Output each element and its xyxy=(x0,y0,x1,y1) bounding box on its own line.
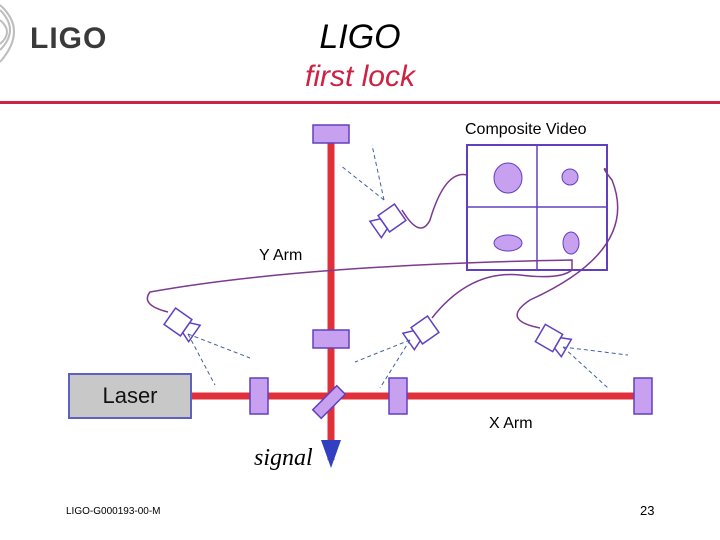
spot-lower-right xyxy=(562,231,580,255)
spot-upper-left xyxy=(493,162,523,194)
y-arm-label: Y Arm xyxy=(259,247,303,264)
x-arm-label: X Arm xyxy=(489,415,533,432)
ligo-logo-swirl-icon xyxy=(0,4,15,63)
signal-arrow xyxy=(321,440,341,468)
y-input-mirror xyxy=(312,329,350,349)
signal-label: signal xyxy=(254,445,313,471)
camera-sight-lines xyxy=(187,144,629,389)
ligo-logo: LIGO xyxy=(30,22,108,55)
slide-subtitle: first lock xyxy=(304,60,415,93)
document-id: LIGO-G000193-00-M xyxy=(66,506,161,517)
x-end-mirror xyxy=(633,377,653,415)
laser-box xyxy=(68,373,192,419)
composite-video-label: Composite Video xyxy=(465,121,587,138)
camera-y-end xyxy=(368,203,407,240)
y-end-mirror xyxy=(312,124,350,144)
title-rule xyxy=(0,101,720,104)
x-input-mirror xyxy=(388,377,408,415)
spot-upper-right xyxy=(561,168,579,186)
camera-center xyxy=(401,315,440,352)
page-number: 23 xyxy=(640,503,655,518)
beam-splitter xyxy=(311,384,347,420)
laser-label: Laser xyxy=(102,383,158,408)
recycling-mirror xyxy=(249,377,269,415)
slide-title: LIGO xyxy=(319,18,401,56)
spot-lower-left xyxy=(493,234,523,252)
camera-left xyxy=(163,307,202,344)
camera-right xyxy=(534,323,573,358)
video-cables xyxy=(146,168,619,329)
composite-video-monitor xyxy=(466,144,608,271)
